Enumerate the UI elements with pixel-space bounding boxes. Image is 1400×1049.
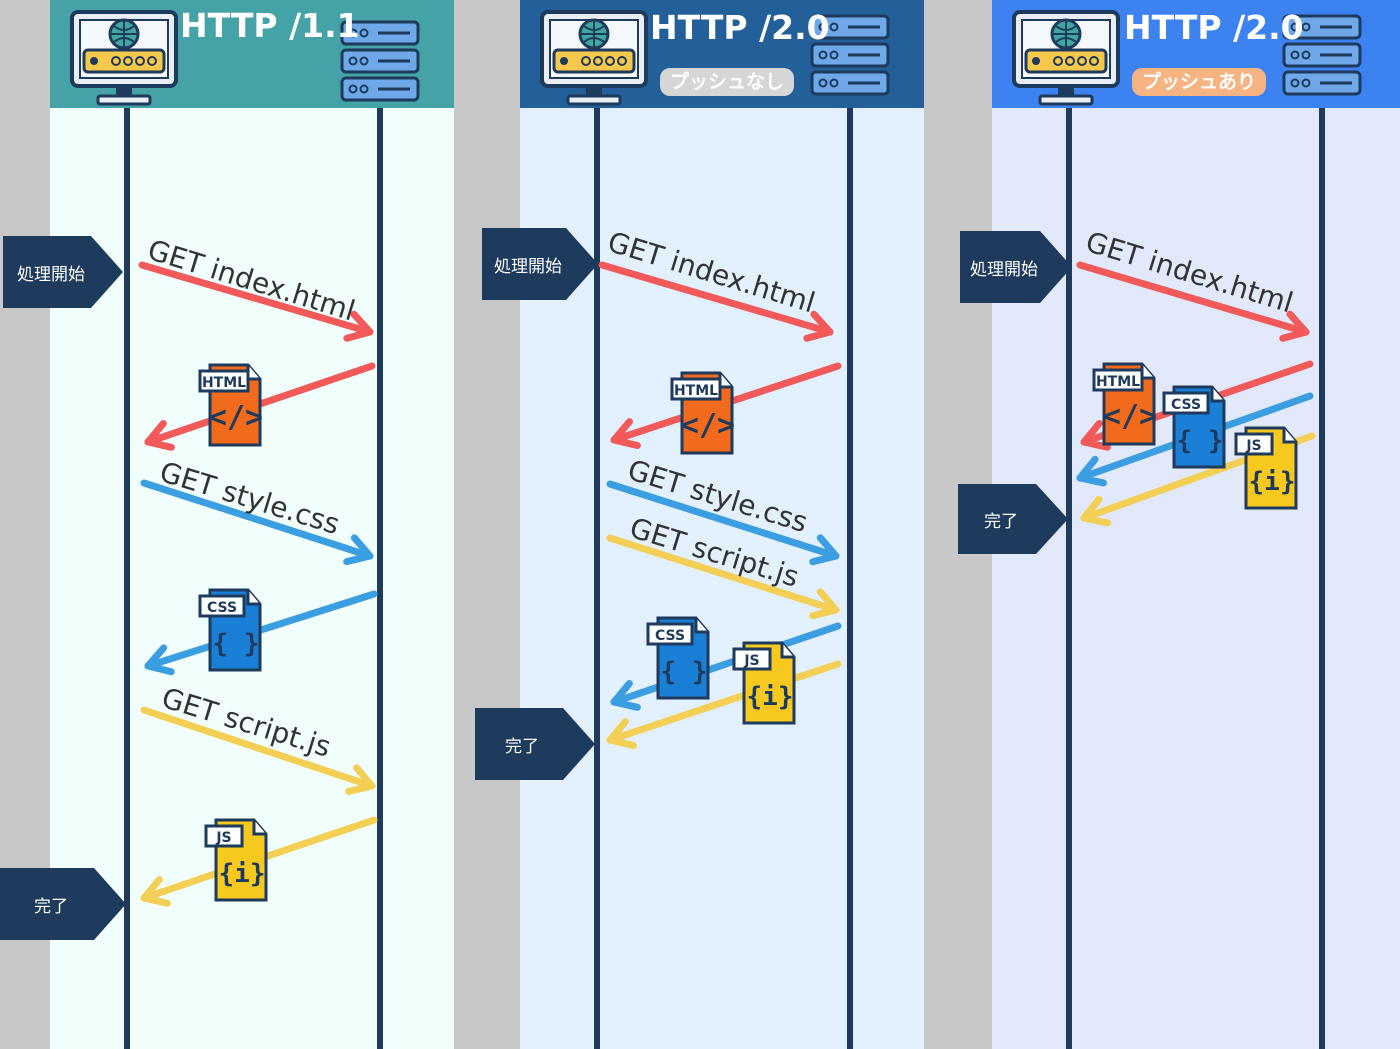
push-badge: プッシュあり: [1132, 68, 1267, 96]
js-file-glyph: {i}: [747, 682, 794, 712]
client-computer-icon: [1012, 10, 1120, 106]
css-file-label: CSS: [207, 600, 237, 616]
client-computer-icon: [540, 10, 648, 106]
start-tag: 処理開始: [3, 236, 123, 308]
tag-shape: [0, 868, 126, 940]
html-file-label: HTML: [674, 383, 718, 399]
response-arrow: [610, 622, 842, 711]
css-file-label: CSS: [655, 628, 685, 644]
done-label: 完了: [984, 511, 1018, 532]
css-file-glyph: { }: [1177, 426, 1224, 456]
html-file-glyph: </>: [209, 400, 263, 435]
done-tag: 完了: [0, 868, 126, 940]
file-icons: HTML </> CSS { } JS {i} HTML </> CSS { } JS {i} HTML…: [198, 362, 1298, 902]
start-label: 処理開始: [970, 259, 1038, 280]
html-file-label: HTML: [1096, 374, 1140, 390]
done-tag: 完了: [475, 708, 595, 780]
css-file-icon: CSS { }: [646, 616, 710, 700]
request-arrow: [598, 261, 834, 342]
tag-shape: [960, 231, 1072, 303]
tag-shape: [958, 484, 1068, 554]
css-file-icon: CSS { }: [1162, 385, 1226, 469]
html-file-label: HTML: [202, 375, 246, 391]
message-get-index: GET index.html: [144, 233, 359, 327]
request-arrow: [140, 479, 374, 566]
request-arrow: [1076, 261, 1310, 342]
start-label: 処理開始: [17, 264, 85, 285]
js-file-icon: JS {i}: [204, 818, 268, 902]
css-file-icon: CSS { }: [198, 588, 262, 672]
js-file-label: JS: [215, 830, 231, 846]
done-label: 完了: [505, 736, 539, 757]
start-tag: 処理開始: [482, 228, 598, 300]
html-file-icon: HTML </>: [198, 363, 263, 447]
panel-title: HTTP /2.0: [1124, 8, 1304, 47]
js-file-icon: JS {i}: [732, 641, 796, 725]
start-label: 処理開始: [494, 256, 562, 277]
tag-shape: [482, 228, 598, 300]
done-tag: 完了: [958, 484, 1068, 554]
response-arrow: [606, 660, 842, 749]
css-file-glyph: { }: [661, 657, 708, 687]
html-file-icon: HTML </>: [670, 371, 735, 455]
js-file-label: JS: [743, 653, 759, 669]
tag-shape: [3, 236, 123, 308]
js-file-glyph: {i}: [219, 859, 266, 889]
html-file-glyph: </>: [1103, 399, 1157, 434]
js-file-glyph: {i}: [1249, 467, 1296, 497]
html-file-glyph: </>: [681, 408, 735, 443]
start-tag: 処理開始: [960, 231, 1072, 303]
client-computer-icon: [70, 10, 178, 106]
request-arrow: [606, 534, 840, 620]
message-arrows: [138, 261, 1316, 907]
css-file-label: CSS: [1171, 397, 1201, 413]
tag-shape: [475, 708, 595, 780]
panel-title: HTTP /1.1: [180, 6, 360, 45]
message-labels: GET index.html GET style.css GET script.…: [144, 225, 1297, 764]
request-arrow: [606, 480, 840, 566]
js-file-icon: JS {i}: [1234, 426, 1298, 510]
js-file-label: JS: [1245, 438, 1261, 454]
css-file-glyph: { }: [213, 629, 260, 659]
request-arrow: [138, 261, 374, 342]
panel-title: HTTP /2.0: [650, 8, 830, 47]
request-arrow: [140, 706, 376, 795]
html-file-icon: HTML </>: [1092, 362, 1157, 446]
done-label: 完了: [34, 896, 68, 917]
push-badge: プッシュなし: [660, 68, 795, 96]
